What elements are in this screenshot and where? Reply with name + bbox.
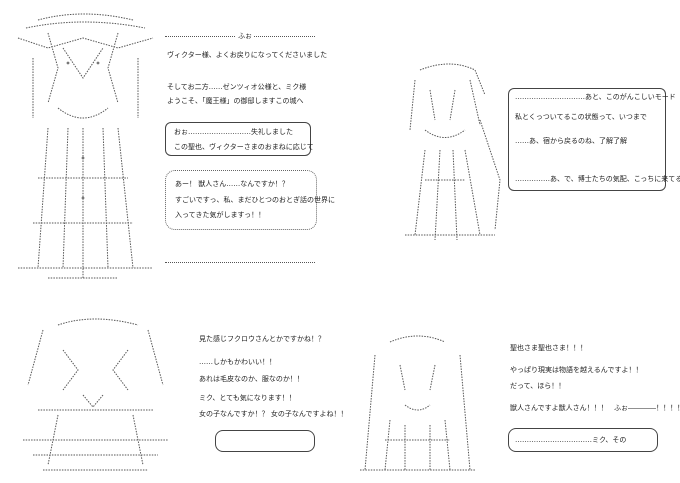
panel1-line-1: ヴィクター様、よくお戻りになってくださいました (167, 51, 328, 59)
panel2-line-1: …………………………あと、このがんこしいモード (515, 93, 676, 101)
speech-box-2-line-1: あー！ 獣人さん……なんですか！？ (175, 180, 289, 188)
panel2-line-4: ……………あ、で、博士たちの気配、こっちに来てる (515, 175, 680, 183)
ascii-art-figure-owl-character (18, 315, 173, 477)
panel4-line-4: 獣人さんですよ獣人さん！！！ (510, 404, 608, 412)
speech-box-1: おぉ………………………失礼しました この聖也、ヴィクターさまのおまねに応じて (165, 122, 314, 156)
panel4-line-3: だって、ほら！！ (510, 382, 566, 390)
panel4-line-2: やっぱり現実は物語を越えるんですよ！！ (510, 366, 643, 374)
panel1-line-3: ようこそ、「魔王様」の御邸しますこの城へ (167, 97, 304, 105)
panel3-line-5: 女の子なんですか！？ 女の子なんですよね！！ (199, 410, 348, 418)
speech-box-2-line-3: 入ってきた気がしますっ！！ (175, 211, 266, 219)
panel4-line-6: ……………………………ミク、その (515, 436, 627, 444)
panel3-line-3: あれは毛皮なのか、服なのか！！ (199, 375, 304, 383)
ascii-art-figure-robed-character-2 (360, 330, 475, 478)
ascii-art-figure-standing-character (395, 60, 510, 250)
panel2-line-3: ……あ、宿から戻るのね、了解了解 (515, 137, 627, 145)
speech-box-1-line-2: この聖也、ヴィクターさまのおまねに応じて (174, 143, 314, 151)
panel4-line-1: 聖也さま聖也さま！！！ (510, 344, 587, 352)
speech-box-panel4: ……………………………ミク、その (508, 428, 658, 452)
speech-box-1-line-1: おぉ………………………失礼しました (174, 128, 293, 136)
speech-box-2: あー！ 獣人さん……なんですか！？ すごいですっ、私、まだひとつのおとぎ話の世界… (165, 170, 335, 230)
panel4-line-5: ふぉ――――！！！！ (614, 404, 680, 412)
panel1-header: ふぉ (236, 32, 254, 41)
speech-box-2-line-2: すごいですっ、私、まだひとつのおとぎ話の世界に (175, 196, 336, 204)
panel1-bottom-divider (165, 262, 315, 263)
panel3-line-2: ……しかもかわいい！！ (199, 358, 276, 366)
empty-speech-box-panel3 (215, 430, 315, 452)
panel3-line-4: ミク、とても気になります！！ (199, 394, 296, 402)
panel1-line-2: そしてお二方……ゼンツィオ公様と、ミク様 (167, 83, 307, 91)
panel3-line-1: 見た感じフクロウさんとかですかね！？ (199, 335, 325, 343)
speech-box-3: …………………………あと、このがんこしいモード 私とくっついてるこの状態って、い… (508, 88, 680, 191)
panel2-line-2: 私とくっついてるこの状態って、いつまで (515, 113, 647, 121)
ascii-art-figure-robed-character (8, 8, 163, 293)
